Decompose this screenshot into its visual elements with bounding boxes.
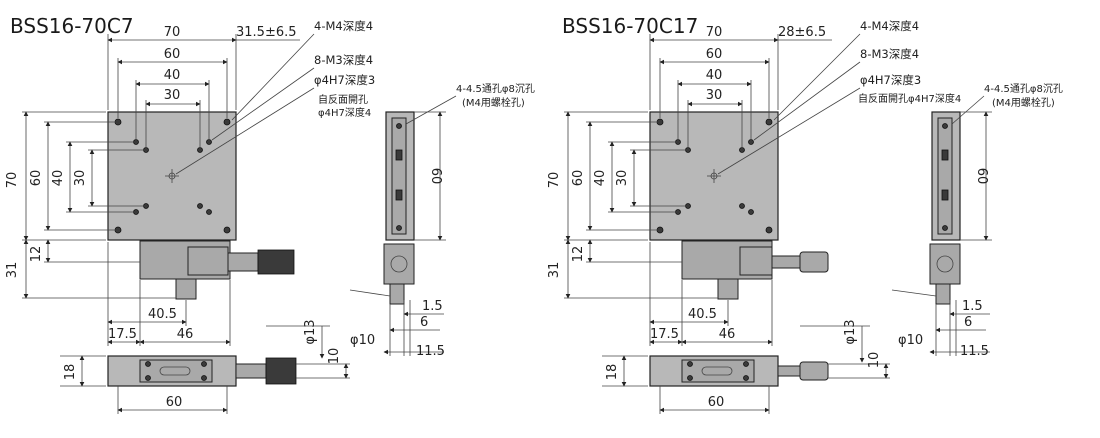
left-dim-17-5: 17.5 bbox=[108, 327, 137, 342]
left-dim-18: 18 bbox=[63, 364, 78, 381]
right-fixture bbox=[935, 283, 951, 305]
right-drawing-title: BSS16-70C17 bbox=[562, 14, 699, 38]
right-side-lower-block bbox=[929, 243, 961, 285]
right-dim-17-5: 17.5 bbox=[650, 327, 679, 342]
right-dim-phi13: φ13 bbox=[843, 319, 858, 344]
right-dim-10: 10 bbox=[867, 352, 882, 369]
left-dim-height-40: 40 bbox=[51, 170, 66, 187]
right-dim-offset: 28±6.5 bbox=[778, 25, 826, 40]
left-dim-12: 12 bbox=[29, 246, 44, 263]
left-dim-phi13: φ13 bbox=[303, 319, 318, 344]
right-dim-height-30: 30 bbox=[615, 170, 630, 187]
right-bottom-knob bbox=[799, 361, 829, 381]
right-screw-shaft bbox=[771, 255, 801, 269]
left-screw-housing bbox=[187, 246, 229, 276]
left-note-hole-2: (M4用螺栓孔) bbox=[462, 96, 525, 109]
left-bottom-screw bbox=[235, 363, 267, 379]
left-dim-phi10: φ10 bbox=[350, 333, 375, 348]
right-dim-12: 12 bbox=[571, 246, 586, 263]
left-note-hole-1: 4-4.5通孔φ8沉孔 bbox=[456, 82, 535, 95]
right-top-view-stage bbox=[649, 111, 779, 241]
left-dim-height-30: 30 bbox=[73, 170, 88, 187]
right-note-hole-2: (M4用螺栓孔) bbox=[992, 96, 1055, 109]
left-side-lower-block bbox=[383, 243, 415, 285]
right-note-hole-1: 4-4.5通孔φ8沉孔 bbox=[984, 82, 1063, 95]
right-dim-width-40: 40 bbox=[706, 68, 723, 83]
right-dim-width-30: 30 bbox=[706, 88, 723, 103]
left-dim-side-60: 60 bbox=[428, 168, 443, 185]
right-clamp bbox=[717, 278, 739, 300]
right-dim-side-60: 60 bbox=[974, 168, 989, 185]
left-dim-height-60: 60 bbox=[29, 170, 44, 187]
left-dim-31: 31 bbox=[5, 262, 20, 279]
right-knob bbox=[799, 251, 829, 273]
right-dim-46: 46 bbox=[719, 327, 736, 342]
right-dim-width-70: 70 bbox=[706, 25, 723, 40]
right-dim-31: 31 bbox=[547, 262, 562, 279]
left-mounting-holes bbox=[114, 118, 231, 234]
left-screw-shaft bbox=[227, 252, 259, 272]
left-dim-46: 46 bbox=[177, 327, 194, 342]
left-dim-offset: 31.5±6.5 bbox=[236, 25, 297, 40]
left-dim-1-5: 1.5 bbox=[422, 299, 443, 314]
right-note-h7: φ4H7深度3 bbox=[860, 73, 921, 87]
right-dim-11-5: 11.5 bbox=[960, 344, 989, 359]
left-micrometer-knob bbox=[257, 249, 295, 275]
left-note-m4: 4-M4深度4 bbox=[314, 19, 373, 33]
left-dim-10: 10 bbox=[327, 348, 342, 365]
right-dim-18: 18 bbox=[605, 364, 620, 381]
left-fixture bbox=[389, 283, 405, 305]
left-bottom-knob bbox=[265, 357, 297, 385]
right-mounting-holes bbox=[656, 118, 773, 234]
left-top-view-stage bbox=[107, 111, 237, 241]
right-dim-height-40: 40 bbox=[593, 170, 608, 187]
right-screw-housing bbox=[739, 246, 773, 276]
right-dim-height-70: 70 bbox=[547, 172, 562, 189]
left-clamp bbox=[175, 278, 197, 300]
left-dim-width-70: 70 bbox=[164, 25, 181, 40]
right-bottom-slot-plate bbox=[681, 359, 755, 383]
right-dim-height-60: 60 bbox=[571, 170, 586, 187]
left-drawing-title: BSS16-70C7 bbox=[10, 14, 134, 38]
left-side-view-rail bbox=[391, 117, 407, 235]
left-drawing: 70 60 40 30 31.5±6.5 70 60 40 30 12 31 bbox=[5, 19, 535, 414]
right-dim-40-5: 40.5 bbox=[688, 307, 717, 322]
right-dim-phi10: φ10 bbox=[898, 333, 923, 348]
left-dim-width-30: 30 bbox=[164, 88, 181, 103]
left-note-m3: 8-M3深度4 bbox=[314, 53, 373, 67]
left-bottom-slot-plate bbox=[139, 359, 213, 383]
left-note-reverse-2: φ4H7深度4 bbox=[318, 106, 371, 119]
right-note-reverse: 自反面開孔φ4H7深度4 bbox=[858, 92, 961, 105]
left-dim-width-40: 40 bbox=[164, 68, 181, 83]
right-bottom-screw bbox=[777, 365, 801, 377]
right-dim-width-60: 60 bbox=[706, 47, 723, 62]
left-dim-width-60: 60 bbox=[164, 47, 181, 62]
left-dim-height-70: 70 bbox=[5, 172, 20, 189]
right-dim-1-5: 1.5 bbox=[962, 299, 983, 314]
left-note-h7: φ4H7深度3 bbox=[314, 73, 375, 87]
right-drawing: 70 60 40 30 28±6.5 70 60 40 30 12 31 bbox=[547, 19, 1063, 414]
left-dim-40-5: 40.5 bbox=[148, 307, 177, 322]
left-dim-6: 6 bbox=[420, 315, 428, 330]
right-side-view-rail bbox=[937, 117, 953, 235]
right-dim-6: 6 bbox=[964, 315, 972, 330]
right-dim-bottom-60: 60 bbox=[708, 395, 725, 410]
left-dim-bottom-60: 60 bbox=[166, 395, 183, 410]
left-note-reverse-1: 自反面開孔 bbox=[318, 93, 368, 106]
right-note-m4: 4-M4深度4 bbox=[860, 19, 919, 33]
right-note-m3: 8-M3深度4 bbox=[860, 47, 919, 61]
left-dim-11-5: 11.5 bbox=[416, 344, 445, 359]
